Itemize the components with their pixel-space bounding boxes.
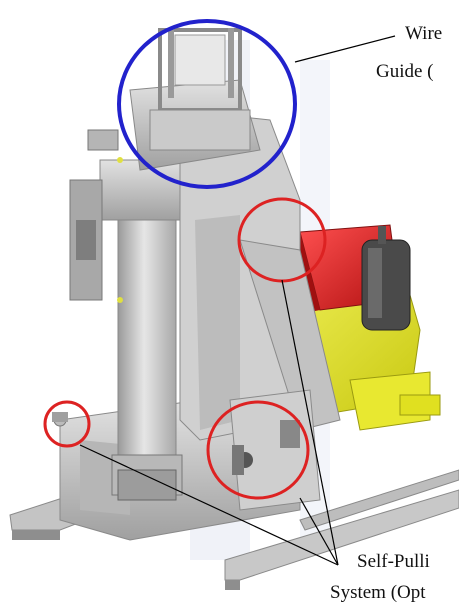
hardware-details — [52, 157, 123, 427]
self-pulling-highlight-circle-lower — [206, 400, 310, 500]
self-pulling-leader-lines — [79, 279, 339, 566]
wire-guide-leader-line — [294, 35, 396, 63]
wire-guide-label-line-2: Guide ( — [376, 61, 434, 82]
self-pulling-highlight-circle-left — [43, 400, 91, 448]
wire-guide-highlight-circle — [117, 19, 297, 189]
rear-plate — [179, 109, 301, 441]
main-column — [69, 159, 201, 501]
filter-canister — [361, 226, 411, 331]
self-pulling-label-line-1: Self-Pulli — [357, 551, 430, 572]
top-head — [87, 28, 261, 171]
self-pulling-label-line-2: System (Opt — [330, 582, 426, 603]
wire-guide-label-line-1: Wire — [405, 23, 443, 44]
